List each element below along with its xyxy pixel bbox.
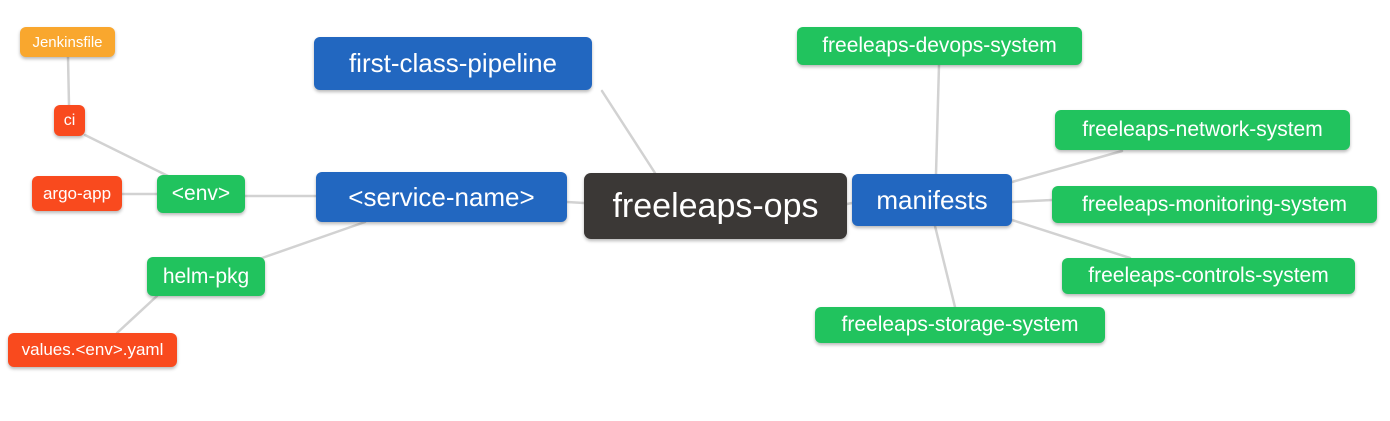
node-first-class-pipeline[interactable]: first-class-pipeline (314, 37, 592, 90)
edge-helm-pkg-service-name (260, 220, 367, 260)
edge-manifests-devops (934, 63, 941, 176)
node-freeleaps-controls-system[interactable]: freeleaps-controls-system (1062, 258, 1355, 294)
edge-manifests-storage (933, 224, 957, 309)
node-helm-pkg[interactable]: helm-pkg (147, 257, 265, 296)
node-freeleaps-ops-root[interactable]: freeleaps-ops (584, 173, 847, 239)
node-freeleaps-devops-system[interactable]: freeleaps-devops-system (797, 27, 1082, 65)
node-ci[interactable]: ci (54, 105, 85, 136)
edge-values-helm-pkg (115, 294, 159, 335)
node-env[interactable]: <env> (157, 175, 245, 213)
edge-manifests-controls (1010, 218, 1132, 260)
node-jenkinsfile[interactable]: Jenkinsfile (20, 27, 115, 57)
edge-pipeline-freeleaps-ops (600, 89, 657, 175)
node-manifests[interactable]: manifests (852, 174, 1012, 226)
node-argo-app[interactable]: argo-app (32, 176, 122, 211)
node-freeleaps-monitoring-system[interactable]: freeleaps-monitoring-system (1052, 186, 1377, 223)
node-values-env-yaml[interactable]: values.<env>.yaml (8, 333, 177, 367)
edge-service-freeleaps-ops (565, 200, 586, 205)
node-freeleaps-storage-system[interactable]: freeleaps-storage-system (815, 307, 1105, 343)
edge-jenkinsfile-ci (66, 55, 71, 107)
node-service-name[interactable]: <service-name> (316, 172, 567, 222)
node-freeleaps-network-system[interactable]: freeleaps-network-system (1055, 110, 1350, 150)
edge-manifests-monitoring (1010, 198, 1054, 204)
edge-ci-env (83, 133, 170, 178)
edge-manifests-network (1010, 149, 1124, 184)
